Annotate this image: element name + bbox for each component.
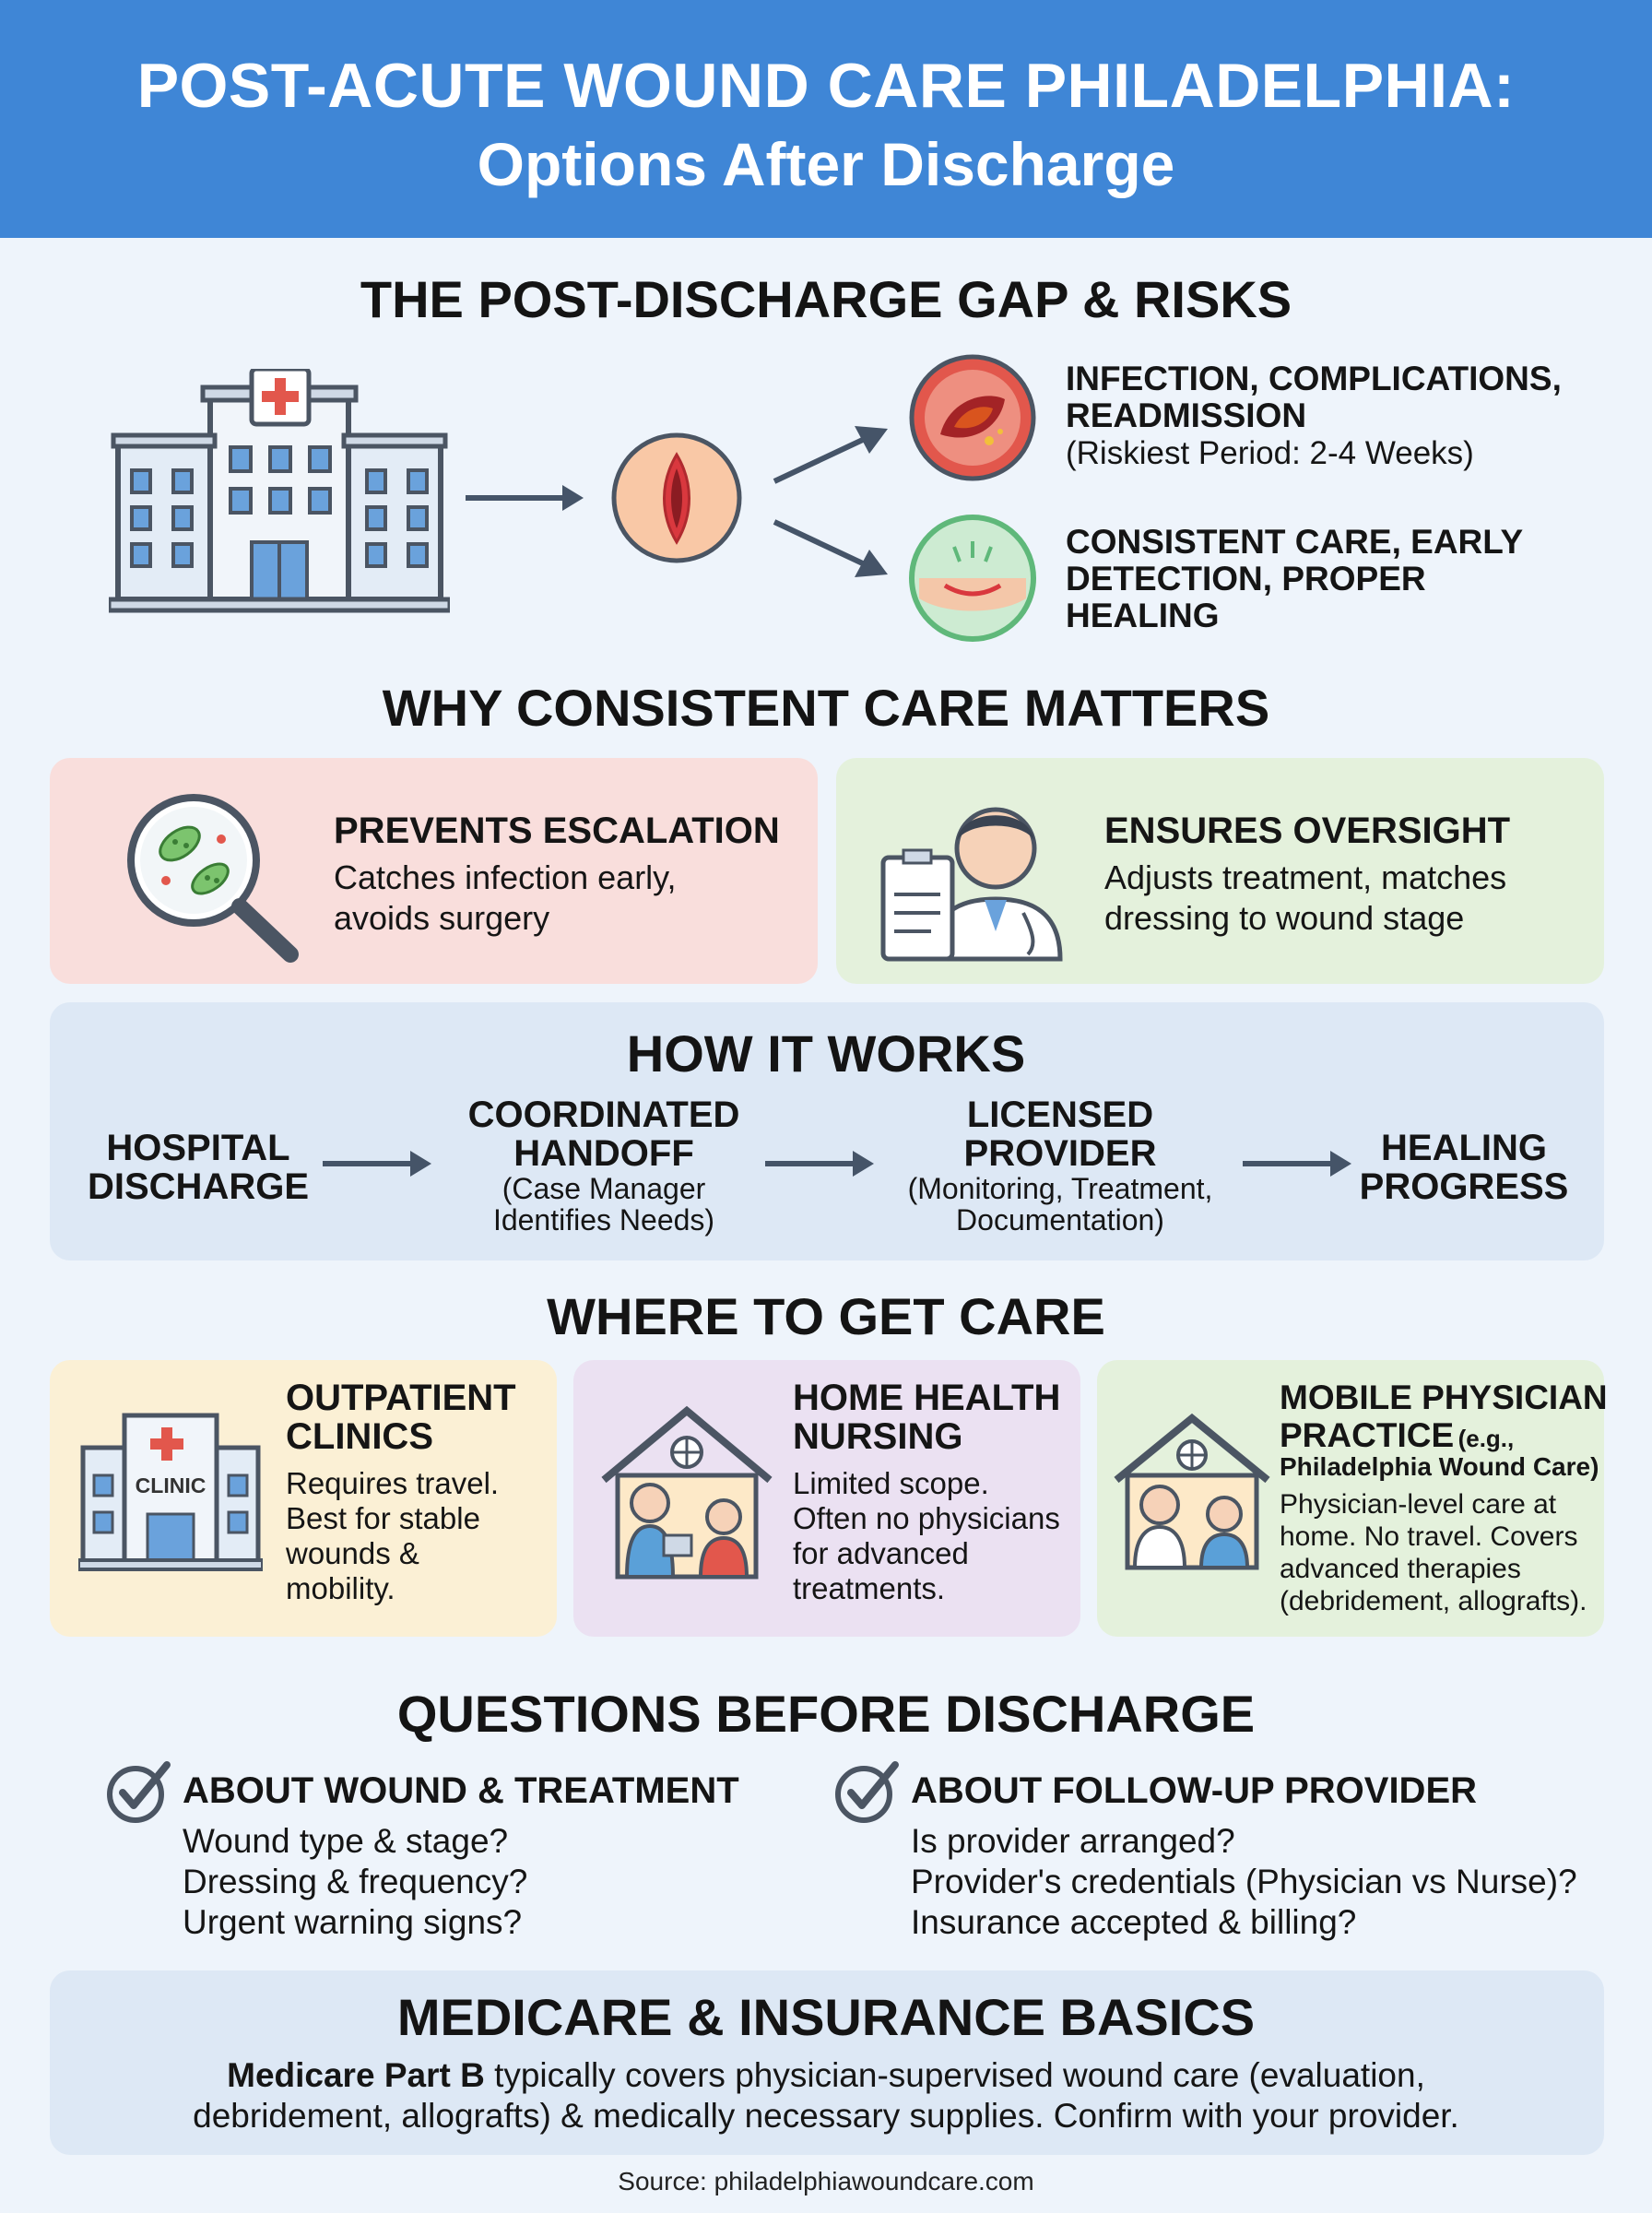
step-handoff-l1: COORDINATED [467,1095,740,1135]
gap-heading: THE POST-DISCHARGE GAP & RISKS [360,270,1292,328]
wound-question-1: Wound type & stage? [183,1822,509,1860]
provider-question-1: Is provider arranged? [911,1822,1235,1860]
home-nurse-icon [601,1405,773,1580]
wound-questions-title: ABOUT WOUND & TREATMENT [183,1770,739,1811]
magnifier-bacteria-icon [127,794,299,963]
clinic-sign-label: CLINIC [135,1473,206,1497]
arrow-up-right-icon [773,426,888,484]
mobile-physician-title-l2-wrap: PRACTICE (e.g., [1280,1416,1514,1455]
clinic-building-icon [78,1413,263,1571]
medicare-part-b: Medicare Part B [227,2056,485,2094]
provider-question-2: Provider's credentials (Physician vs Nur… [911,1863,1577,1900]
doctor-clipboard-icon [880,807,1063,962]
why-heading: WHY CONSISTENT CARE MATTERS [382,679,1270,737]
home-health-body-2: Often no physicians [793,1501,1060,1535]
arrow-down-right-icon [773,519,888,577]
outpatient-title-l2: CLINICS [286,1416,433,1457]
ensures-oversight-title: ENSURES OVERSIGHT [1104,811,1511,851]
outpatient-body-1: Requires travel. [286,1466,500,1500]
step-handoff-sub2: Identifies Needs) [492,1203,715,1237]
prevents-escalation-title: PREVENTS ESCALATION [334,811,780,851]
provider-questions-title: ABOUT FOLLOW-UP PROVIDER [911,1770,1478,1811]
step-provider-l1: LICENSED [966,1095,1154,1135]
mobile-physician-title-l2: PRACTICE [1280,1416,1455,1454]
mobile-physician-practice-name: Philadelphia Wound Care) [1280,1452,1599,1481]
how-heading: HOW IT WORKS [626,1024,1026,1083]
hospital-icon [109,369,450,613]
mobile-physician-body-4: (debridement, allografts). [1280,1586,1587,1616]
outpatient-title-l1: OUTPATIENT [286,1378,516,1418]
home-health-body-4: treatments. [793,1571,946,1605]
where-heading: WHERE TO GET CARE [547,1287,1105,1345]
prevents-escalation-line1: Catches infection early, [334,858,677,896]
step-provider-sub1: (Monitoring, Treatment, [907,1172,1213,1205]
wound-question-2: Dressing & frequency? [183,1863,528,1900]
home-physician-icon [1114,1413,1270,1570]
home-health-title-l1: HOME HEALTH [793,1378,1061,1418]
medicare-line1-rest: typically covers physician-supervised wo… [484,2056,1425,2094]
page-subtitle: Options After Discharge [477,130,1175,198]
questions-heading: QUESTIONS BEFORE DISCHARGE [396,1685,1256,1743]
step-healing-l1: HEALING [1381,1128,1547,1168]
provider-question-3: Insurance accepted & billing? [911,1903,1357,1941]
mobile-physician-title-l1: MOBILE PHYSICIAN [1280,1379,1608,1416]
step-healing-l2: PROGRESS [1359,1166,1569,1207]
step-handoff-l2: HANDOFF [513,1133,694,1174]
mobile-physician-eg: (e.g., [1457,1425,1515,1452]
prevents-escalation-line2: avoids surgery [334,899,550,937]
good-outcome-line3: HEALING [1066,597,1220,634]
ensures-oversight-line2: dressing to wound stage [1104,899,1465,937]
medicare-line1: Medicare Part B typically covers physici… [0,2056,1652,2095]
header-banner [0,0,1652,238]
outpatient-body-4: mobility. [286,1571,395,1605]
medicare-panel [50,1970,1604,2155]
good-outcome-line1: CONSISTENT CARE, EARLY [1066,523,1524,561]
good-outcome-line2: DETECTION, PROPER [1066,560,1426,598]
arrow-icon [466,485,584,511]
checkmark-circle-icon [835,1761,899,1823]
mobile-physician-body-3: advanced therapies [1280,1554,1521,1584]
mobile-physician-body-2: home. No travel. Covers [1280,1521,1578,1552]
source-credit: Source: philadelphiawoundcare.com [618,2167,1034,2195]
flow-arrow-icon [765,1151,874,1177]
healing-wound-icon [909,515,1036,642]
medicare-line2: debridement, allografts) & medically nec… [193,2097,1459,2135]
risk-period-note: (Riskiest Period: 2-4 Weeks) [1066,435,1474,471]
outpatient-body-2: Best for stable [286,1501,480,1535]
risk-title-line1: INFECTION, COMPLICATIONS, [1066,360,1562,397]
mobile-physician-body-1: Physician-level care at [1280,1489,1557,1520]
step-provider-sub2: Documentation) [956,1203,1164,1237]
flow-arrow-icon [323,1151,431,1177]
wound-question-3: Urgent warning signs? [183,1903,523,1941]
infection-icon [909,354,1036,481]
risk-title-line2: READMISSION [1066,396,1307,434]
home-health-title-l2: NURSING [793,1416,963,1457]
ensures-oversight-line1: Adjusts treatment, matches [1104,858,1507,896]
step-hospital-discharge-l2: DISCHARGE [87,1166,310,1207]
checkmark-circle-icon [107,1761,171,1823]
page-title: POST-ACUTE WOUND CARE PHILADELPHIA: [136,51,1516,121]
step-provider-l2: PROVIDER [963,1133,1157,1174]
step-hospital-discharge-l1: HOSPITAL [106,1128,290,1168]
how-it-works-panel [50,1002,1604,1260]
home-health-body-1: Limited scope. [793,1466,989,1500]
wound-icon [611,432,742,563]
outpatient-body-3: wounds & [286,1536,419,1570]
step-handoff-sub1: (Case Manager [502,1172,706,1205]
flow-arrow-icon [1243,1151,1351,1177]
medicare-heading: MEDICARE & INSURANCE BASICS [396,1988,1256,2046]
home-health-body-3: for advanced [793,1536,969,1570]
